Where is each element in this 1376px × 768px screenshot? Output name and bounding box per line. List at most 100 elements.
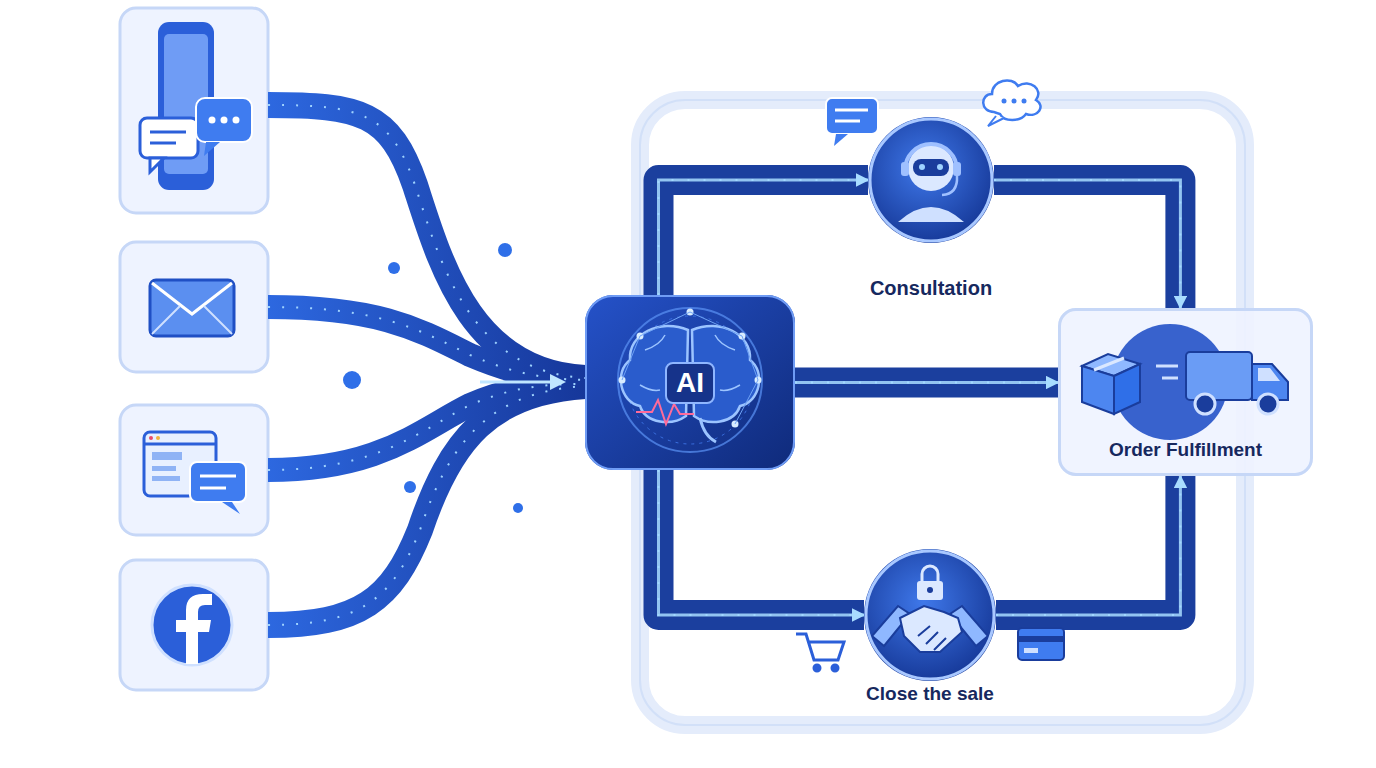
node-label: Consultation xyxy=(870,277,992,300)
connector-band xyxy=(659,180,869,295)
splash-droplet xyxy=(343,371,361,389)
channel-box xyxy=(120,560,268,690)
fulfillment-illustration xyxy=(1258,368,1280,381)
ai-brain-illustration xyxy=(700,418,716,442)
fulfillment-illustration xyxy=(1058,308,1313,476)
loop-frame-edge xyxy=(640,100,1245,725)
circle-node: Consultation xyxy=(868,117,994,243)
process-box: Order Fulfillment xyxy=(1058,308,1313,476)
payment-card-icon xyxy=(1018,636,1064,642)
consultation-robot-icon xyxy=(919,164,925,170)
flow-connector xyxy=(659,180,869,295)
web-chat-icon xyxy=(144,443,216,446)
fulfillment-illustration xyxy=(1082,366,1114,414)
web-chat-icon xyxy=(152,466,176,471)
input-flow xyxy=(268,386,585,625)
handshake-icon xyxy=(900,606,962,652)
label-holder: Close the sale xyxy=(866,683,994,705)
connector-sparkle xyxy=(996,476,1180,615)
input-flow xyxy=(268,307,585,380)
consultation-robot-icon xyxy=(942,176,957,195)
web-chat-icon xyxy=(152,452,182,460)
cart-icon xyxy=(814,665,820,671)
phone-chat-icon xyxy=(233,117,240,124)
web-chat-icon xyxy=(222,502,240,514)
ai-brain-illustration xyxy=(618,308,762,452)
payment-card-icon xyxy=(1018,628,1064,660)
connector-band xyxy=(994,180,1180,308)
circle-outline xyxy=(868,117,994,243)
channel-box xyxy=(120,242,268,372)
mail-icon xyxy=(152,306,232,334)
handshake-icon xyxy=(917,581,943,600)
input-flow xyxy=(268,307,585,380)
phone-chat-icon xyxy=(150,131,186,134)
fulfillment-illustration xyxy=(1058,308,1313,476)
consultation-robot-icon xyxy=(905,144,957,170)
ai-brain-illustration xyxy=(619,309,762,428)
node-label: Close the sale xyxy=(866,683,994,705)
circle-node: Close the sale xyxy=(864,549,996,681)
web-chat-icon xyxy=(190,462,246,502)
handshake-icon xyxy=(922,566,938,582)
circle-outline xyxy=(864,549,996,681)
chat-bubble xyxy=(835,120,860,123)
connector-band xyxy=(659,470,865,615)
consultation-robot-icon xyxy=(937,164,943,170)
cart-icon xyxy=(796,634,844,671)
ai-brain-illustration xyxy=(636,400,694,424)
ai-brain-illustration xyxy=(585,295,795,470)
web-chat-icon xyxy=(144,432,246,514)
chat-bubble xyxy=(983,80,1040,120)
payment-card-icon xyxy=(1018,628,1064,660)
input-flow xyxy=(268,105,585,625)
chat-bubble xyxy=(1002,99,1007,104)
channel-box xyxy=(120,405,268,535)
splash-droplet xyxy=(498,243,512,257)
channel-box xyxy=(120,8,268,690)
phone-chat-icon xyxy=(196,98,252,142)
flow-connector xyxy=(659,470,865,615)
facebook-icon xyxy=(152,585,232,665)
channel-box xyxy=(120,8,268,213)
fulfillment-illustration xyxy=(1195,394,1215,414)
cart-icon xyxy=(832,665,838,671)
phone-chat-icon xyxy=(204,142,220,156)
fulfillment-illustration xyxy=(1186,352,1252,400)
web-chat-icon xyxy=(149,436,153,440)
mail-icon xyxy=(150,280,234,336)
phone-chat-icon xyxy=(150,142,176,145)
phone-chat-icon xyxy=(209,117,216,124)
flow-connector xyxy=(795,382,1058,383)
connector-sparkle xyxy=(795,382,1058,384)
handshake-icon xyxy=(918,626,946,650)
facebook-icon xyxy=(176,594,212,664)
consultation-robot-icon xyxy=(898,207,964,222)
chat-bubble xyxy=(826,80,1041,146)
chat-bubble xyxy=(988,116,1004,126)
splash-droplet xyxy=(343,243,523,513)
ai-badge: AI xyxy=(665,362,715,404)
connector-line xyxy=(795,381,1058,384)
circle-outline xyxy=(866,551,994,679)
node-label: Order Fulfillment xyxy=(1109,439,1262,461)
chat-bubble xyxy=(835,109,868,112)
phone-chat-icon xyxy=(221,117,228,124)
handshake-icon xyxy=(864,549,996,681)
splash-droplet xyxy=(513,503,523,513)
ai-brain-illustration xyxy=(622,312,758,424)
input-flow xyxy=(268,384,585,470)
input-flow xyxy=(268,386,585,625)
process-box: AI xyxy=(585,295,795,470)
phone-chat-icon xyxy=(140,118,198,158)
connector-line xyxy=(659,470,865,615)
input-flow xyxy=(480,381,552,384)
consultation-robot-icon xyxy=(868,117,994,243)
chat-bubble xyxy=(1022,99,1027,104)
fulfillment-illustration xyxy=(1114,364,1140,414)
connector-band xyxy=(996,476,1180,615)
web-chat-icon xyxy=(152,476,180,481)
connector-line xyxy=(659,180,869,295)
web-chat-icon xyxy=(200,475,236,478)
fulfillment-illustration xyxy=(1094,358,1124,370)
